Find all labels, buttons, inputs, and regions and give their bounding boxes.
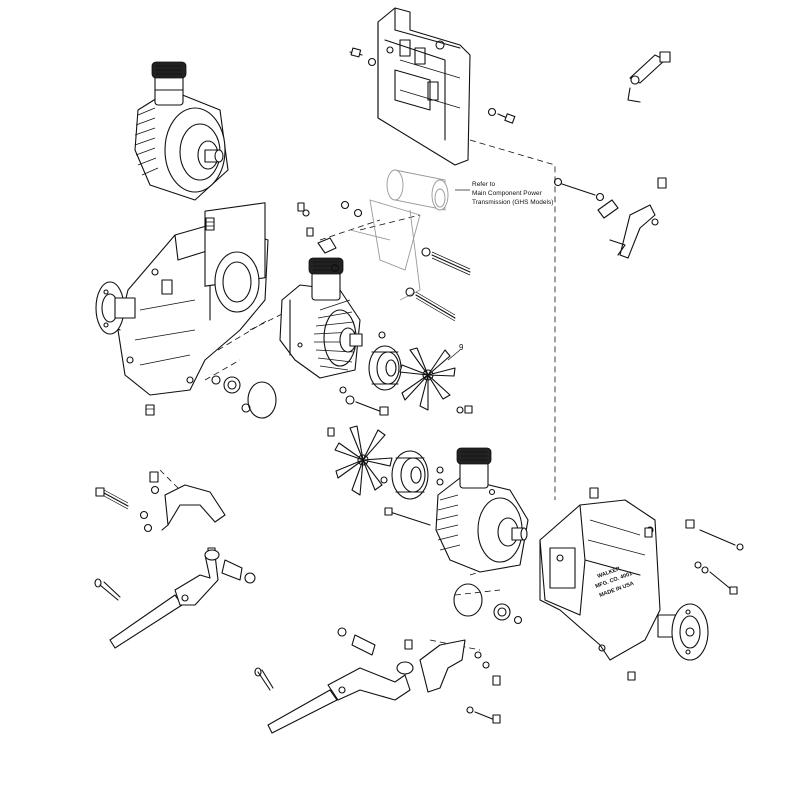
bolt-lower-left [95, 487, 129, 510]
ghost-main-component [349, 169, 449, 301]
output-flange-right [657, 603, 709, 661]
mounting-bracket [377, 7, 471, 166]
pulley-lower [391, 450, 429, 500]
bracket-bolt-left [349, 47, 377, 67]
long-bolt-upper [421, 247, 471, 276]
hardware-right-side [589, 487, 744, 681]
cotter-pin-left [94, 578, 121, 601]
fan-lower [334, 425, 393, 496]
hardware-lower-center [327, 427, 444, 526]
o-ring-lower [453, 583, 483, 617]
hydraulic-pump-lower [435, 447, 529, 573]
drive-gear-upper [211, 375, 251, 413]
shift-lever-left [109, 549, 220, 649]
o-ring-upper [247, 381, 277, 419]
shift-lever-lower [267, 661, 414, 734]
bracket-bolt-right [487, 107, 516, 124]
output-flange-left [95, 281, 136, 335]
transmission-housing-right: WALKER MFG. CO. 4001 MADE IN USA [539, 499, 661, 661]
item-number-9: 9 [447, 343, 464, 361]
bolt-center [345, 395, 389, 416]
transmission-housing-left [99, 202, 269, 396]
linkage-bolt-right [553, 177, 605, 202]
item-number-label: 9 [459, 343, 464, 352]
callout-note: Refer to Main Component Power Transmissi… [455, 181, 553, 206]
callout-line-2: Main Component Power [472, 190, 543, 197]
linkage-arm-right [597, 177, 667, 259]
long-bolt-lower [405, 287, 456, 322]
control-lever-top-right [627, 51, 671, 103]
callout-line-1: Refer to [472, 181, 496, 188]
drain-plug-left [145, 404, 155, 416]
cam-plate-left [161, 484, 226, 531]
fan-upper [399, 347, 456, 411]
gearbox-top-left [134, 61, 229, 201]
callout-line-3: Transmission (GHS Models) [472, 199, 553, 206]
breather-plug-top [205, 217, 215, 231]
hardware-small-group [297, 200, 473, 414]
hydraulic-pump-center [279, 257, 363, 379]
cam-plate-lower [419, 639, 466, 693]
drive-gear-lower [493, 603, 523, 625]
cotter-pin-lower [254, 667, 274, 691]
hardware-lower-center-small [337, 627, 501, 724]
pulley-upper [368, 345, 402, 391]
